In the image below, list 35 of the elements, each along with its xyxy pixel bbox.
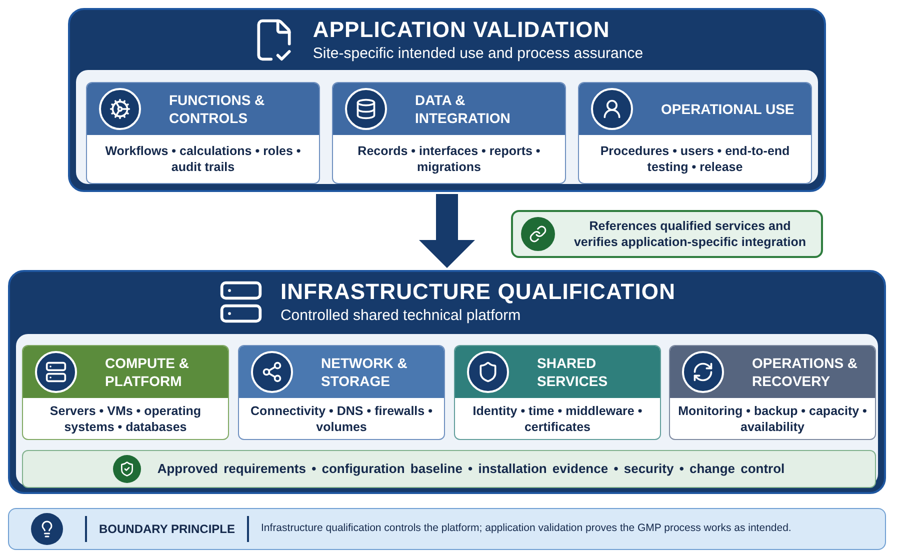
card-description: Identity • time • middleware • certificates — [472, 402, 644, 434]
section-panel — [8, 270, 886, 494]
note-text: References qualified services and verifies application-specific integration — [572, 218, 807, 250]
card-description: Servers • VMs • operating systems • databases — [48, 402, 202, 434]
section-title: INFRASTRUCTURE QUALIFICATION — [280, 278, 676, 306]
card-heading: OPERATIONAL USE — [660, 100, 796, 118]
section-panel — [68, 8, 826, 192]
requirements-band — [22, 450, 876, 488]
principle-heading: BOUNDARY PRINCIPLE — [98, 521, 236, 538]
card-description: Records • interfaces • reports • migrations — [356, 143, 542, 175]
card-heading: FUNCTIONS & CONTROLS — [168, 91, 266, 127]
category-card — [454, 345, 661, 440]
card-heading: OPERATIONS & RECOVERY — [751, 354, 859, 390]
category-card — [669, 345, 876, 440]
card-description: Workflows • calculations • roles • audit trails — [104, 143, 302, 175]
category-card — [578, 82, 812, 184]
principle-text: Infrastructure qualification controls the platform; application validation proves the GMP process works as intended. — [260, 521, 792, 536]
category-card — [332, 82, 566, 184]
category-card — [238, 345, 445, 440]
down-arrow — [419, 194, 475, 268]
card-description: Monitoring • backup • capacity • availability — [678, 402, 867, 434]
section-title: APPLICATION VALIDATION — [312, 16, 611, 44]
category-card — [86, 82, 320, 184]
card-heading: SHARED SERVICES — [536, 354, 609, 390]
card-description: Connectivity • DNS • firewalls • volumes — [250, 402, 434, 434]
card-heading: NETWORK & STORAGE — [320, 354, 408, 390]
note-box — [511, 210, 823, 258]
card-description: Procedures • users • end-to-end testing • release — [599, 143, 791, 175]
section-subtitle: Controlled shared technical platform — [280, 306, 522, 326]
card-heading: DATA & INTEGRATION — [414, 91, 512, 127]
category-card — [22, 345, 229, 440]
band-text: Approved requirements • configuration baseline • installation evidence • security • change control — [157, 460, 785, 478]
principle-bar — [8, 508, 886, 550]
section-subtitle: Site-specific intended use and process assurance — [312, 44, 644, 64]
card-heading: COMPUTE & PLATFORM — [104, 354, 190, 390]
